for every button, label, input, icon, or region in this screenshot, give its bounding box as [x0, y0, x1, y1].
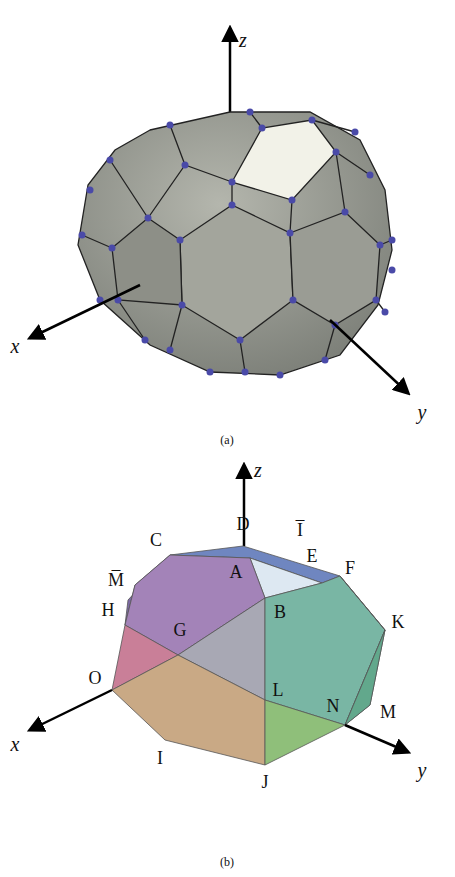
axis-label: z: [239, 30, 247, 50]
point-label: C: [150, 531, 162, 549]
brillouin-zone-polyhedron: [30, 465, 408, 765]
point-label: O: [89, 669, 102, 687]
point-label: A: [230, 563, 243, 581]
point-label: H: [102, 601, 115, 619]
point-label: M: [380, 703, 396, 721]
axis-label: x: [11, 734, 20, 754]
point-label: E: [307, 547, 318, 565]
panel-label: (a): [220, 434, 233, 446]
point-label: D: [237, 515, 250, 533]
axis-label: z: [254, 460, 262, 480]
point-label: K: [392, 613, 405, 631]
point-label: G: [174, 621, 187, 639]
point-label: M̅: [108, 571, 124, 589]
point-label: I: [157, 749, 163, 767]
axis-label: y: [418, 402, 427, 422]
point-label: B: [274, 603, 286, 621]
point-label: N: [327, 697, 340, 715]
point-label: F: [345, 559, 355, 577]
truncated-icosahedron: [30, 28, 408, 393]
panel-label: (b): [220, 856, 234, 868]
point-label: I̅: [297, 521, 303, 539]
axis-label: x: [11, 336, 20, 356]
axis-label: y: [418, 760, 427, 780]
point-label: J: [261, 773, 268, 791]
point-label: L: [273, 681, 284, 699]
